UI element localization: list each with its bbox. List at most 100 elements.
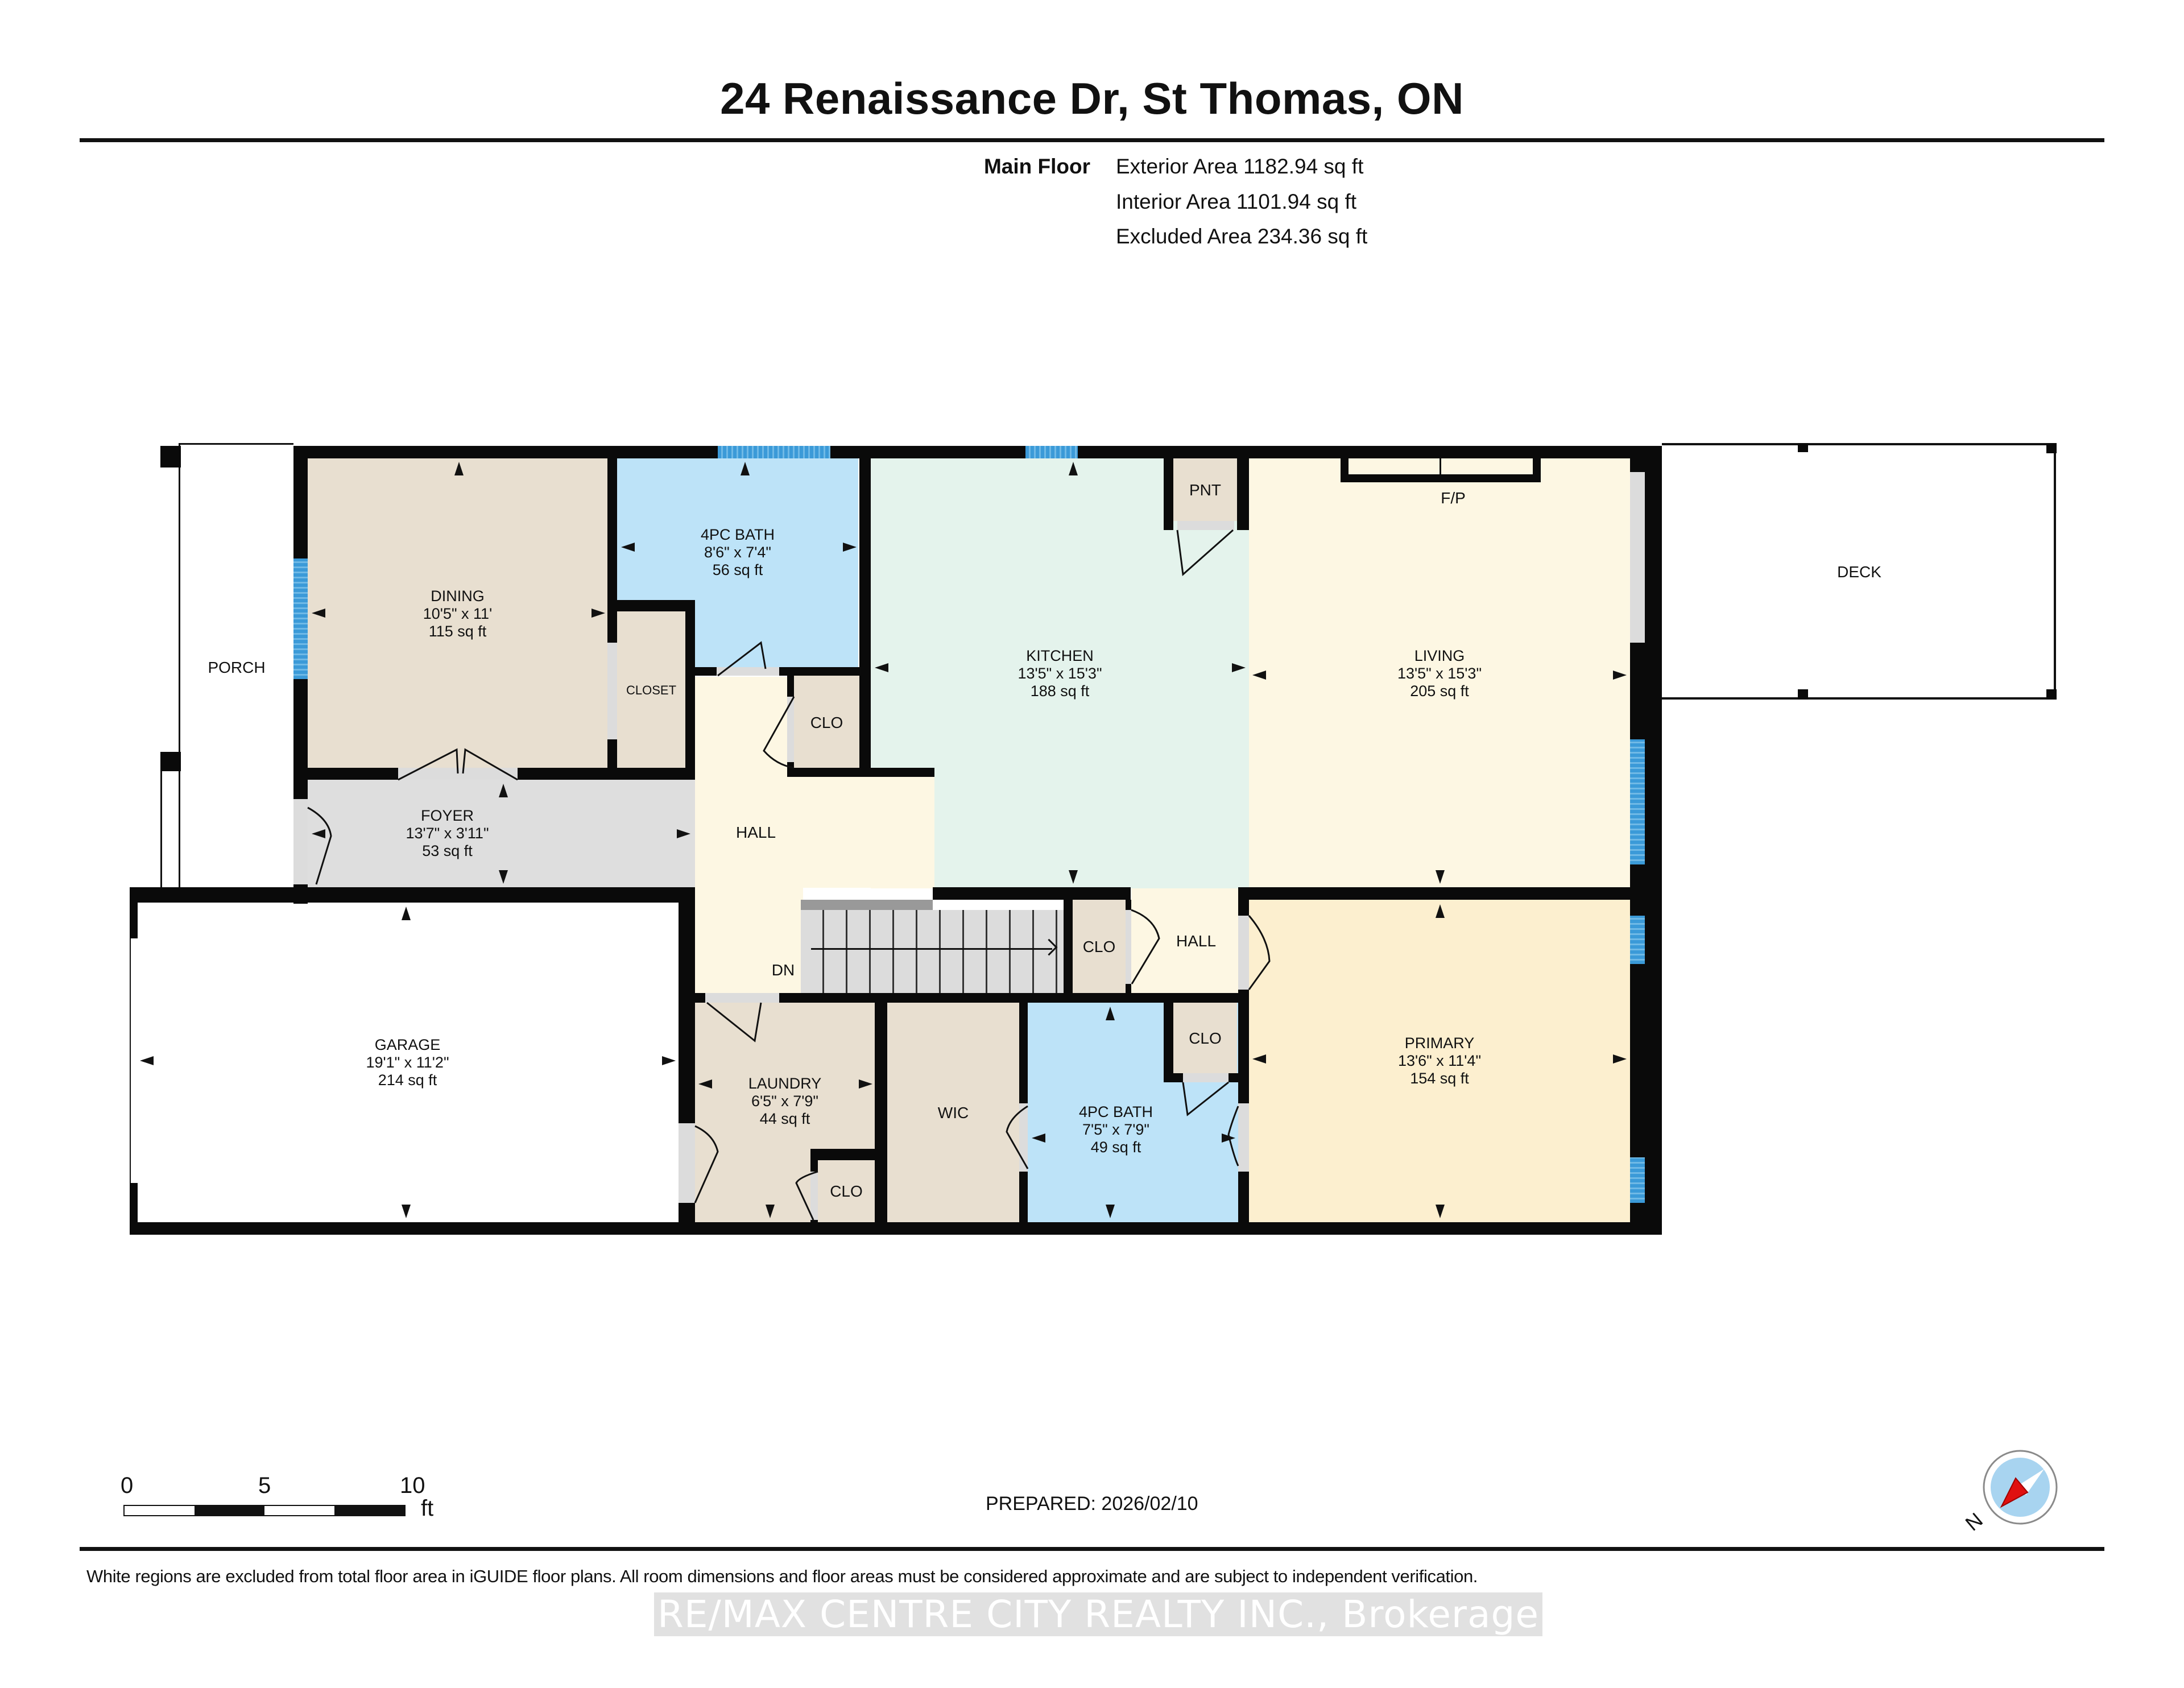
deck-edge (1662, 443, 2055, 445)
room-closet: CLOSET (617, 611, 685, 769)
wall (810, 1149, 875, 1160)
dim-arrow-icon (698, 1079, 712, 1089)
room-clo-2: CLO (1073, 900, 1126, 993)
door-bath-2[interactable] (1238, 1103, 1249, 1172)
door-front-entry[interactable] (293, 799, 308, 884)
dim-arrow-icon (766, 1205, 775, 1218)
room-clo-4: CLO (1173, 1003, 1237, 1073)
wall (293, 446, 1662, 458)
wall (617, 600, 695, 611)
header-divider (80, 138, 2104, 142)
footer-divider (80, 1547, 2104, 1551)
dim-arrow-icon (1252, 671, 1266, 680)
door-clo-3[interactable] (810, 1172, 818, 1220)
room-name: CLO (810, 713, 843, 731)
dim-arrow-icon (843, 543, 857, 552)
door-pantry[interactable] (1177, 521, 1234, 530)
floor-label: Main Floor (983, 155, 1090, 178)
room-name: PRIMARY (1404, 1035, 1475, 1052)
dim-arrow-icon (402, 1205, 411, 1218)
wall (1238, 887, 1630, 900)
door-patio[interactable] (1630, 472, 1645, 643)
door-wic[interactable] (1019, 1103, 1028, 1172)
door-clo-4[interactable] (1183, 1073, 1228, 1082)
dim-arrow-icon (1613, 671, 1627, 680)
deck-edge (2054, 443, 2056, 700)
dim-arrow-icon (1436, 870, 1445, 884)
window (1630, 1157, 1645, 1203)
dim-arrow-icon (402, 907, 411, 920)
room-dims: 13'5" x 15'3" (1017, 664, 1102, 682)
room-clo-1: CLO (794, 676, 859, 769)
wall (933, 887, 1131, 900)
scale-tick-0: 0 (121, 1473, 134, 1498)
page-title: 24 Renaissance Dr, St Thomas, ON (720, 73, 1464, 123)
room-clo-3: CLO (818, 1160, 875, 1222)
door-garage-overhead[interactable] (130, 938, 139, 1183)
room-dims: 13'7" x 3'11" (406, 825, 489, 842)
door-clo-1[interactable] (787, 697, 794, 762)
stair-landing (801, 900, 933, 910)
room-primary: PRIMARY 13'6" x 11'4" 154 sq ft (1249, 900, 1630, 1222)
porch-post (160, 752, 181, 771)
brokerage-watermark: RE/MAX CENTRE CITY REALTY INC., Brokerag… (654, 1592, 1543, 1636)
deck-post (2046, 689, 2057, 700)
room-dims: 10'5" x 11' (423, 605, 493, 622)
dim-arrow-icon (140, 1056, 154, 1065)
room-dims: 7'5" x 7'9" (1082, 1120, 1150, 1138)
wall (859, 446, 871, 772)
door-laundry[interactable] (705, 993, 779, 1003)
room-porch: PORCH (180, 444, 293, 891)
room-wic: WIC (887, 1003, 1019, 1222)
stairs-direction-line (811, 948, 1052, 950)
room-name: 4PC BATH (1078, 1103, 1153, 1120)
porch-edge (160, 771, 162, 893)
dim-arrow-icon (1069, 462, 1078, 475)
dim-arrow-icon (1069, 870, 1078, 884)
dim-arrow-icon (1032, 1133, 1045, 1143)
excluded-area: Excluded Area 234.36 sq ft (1116, 225, 1368, 248)
room-name: GARAGE (374, 1036, 441, 1053)
porch-edge (179, 443, 293, 445)
door-clo-2[interactable] (1126, 910, 1131, 984)
dim-arrow-icon (499, 784, 508, 797)
room-garage: GARAGE 19'1" x 11'2" 214 sq ft (136, 903, 679, 1222)
door-closet[interactable] (607, 643, 617, 739)
room-name: DINING (431, 587, 485, 605)
fireplace-divider (1440, 458, 1441, 474)
dim-arrow-icon (1436, 1205, 1445, 1218)
door-dining[interactable] (398, 768, 518, 780)
room-name: KITCHEN (1026, 647, 1094, 664)
dim-arrow-icon (1106, 1205, 1115, 1218)
room-name: CLO (830, 1182, 863, 1200)
wall (1164, 446, 1173, 530)
room-name: PORCH (208, 658, 266, 676)
room-name: 4PC BATH (700, 526, 775, 543)
room-name: HALL (1176, 932, 1217, 950)
room-name: PNT (1189, 481, 1221, 499)
room-name: LAUNDRY (748, 1074, 822, 1092)
wall (130, 1222, 1662, 1235)
room-name: FOYER (420, 807, 474, 824)
wall (1237, 446, 1249, 530)
wall (787, 768, 934, 777)
scale-bar (123, 1505, 406, 1516)
room-bath-2: 4PC BATH 7'5" x 7'9" 49 sq ft (1028, 1003, 1238, 1222)
dim-arrow-icon (859, 1079, 872, 1089)
wall (875, 993, 887, 1235)
dim-arrow-icon (1436, 904, 1445, 918)
door-bath-1[interactable] (717, 667, 779, 676)
room-area: 188 sq ft (1030, 682, 1090, 700)
door-garage[interactable] (679, 1123, 695, 1203)
fireplace-label: F/P (1441, 489, 1466, 507)
room-name: WIC (937, 1103, 969, 1122)
dim-arrow-icon (312, 829, 325, 838)
window (1025, 446, 1078, 458)
stairs[interactable] (801, 910, 1064, 993)
room-dims: 6'5" x 7'9" (751, 1092, 819, 1110)
door-primary[interactable] (1238, 916, 1249, 990)
room-name: CLO (1189, 1029, 1222, 1047)
room-living: LIVING 13'5" x 15'3" 205 sq ft (1249, 458, 1630, 888)
room-hall-1b (871, 769, 934, 888)
